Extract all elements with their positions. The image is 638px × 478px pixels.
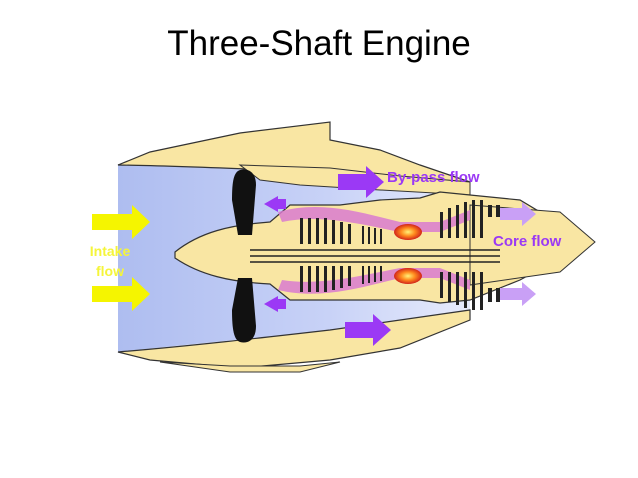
combustor-flame-upper — [394, 224, 422, 240]
bypass-flow-label: By-pass flow — [387, 169, 480, 186]
fan-blade-upper — [232, 169, 256, 235]
fan-blade-lower — [232, 278, 256, 343]
page-title: Three-Shaft Engine — [167, 24, 471, 63]
engine-shafts — [250, 249, 500, 263]
combustor-flame-lower — [394, 268, 422, 284]
core-flow-label: Core flow — [493, 233, 562, 250]
intake-arrow-lower — [92, 277, 150, 311]
nacelle-bottom — [159, 361, 341, 373]
bypass-arrow-lower — [345, 314, 391, 346]
fan-arrow-lower — [264, 296, 278, 312]
exhaust-cone — [469, 204, 596, 286]
intake-arrows — [92, 205, 150, 311]
core-arrow-lower — [500, 282, 536, 306]
intake-flow-label-line2: flow — [96, 263, 124, 279]
bypass-arrows — [264, 166, 391, 346]
intake-flow-label-line1: Intake — [90, 243, 131, 259]
core-flow-path-upper — [278, 206, 470, 232]
intake-arrow-upper — [92, 205, 150, 239]
turbine-stages — [440, 200, 500, 310]
core-flow-arrows — [500, 202, 536, 306]
fan-arrow-upper — [264, 196, 278, 212]
bypass-arrow-upper — [338, 166, 384, 198]
core-arrow-upper — [500, 202, 536, 226]
compressor-stages — [300, 218, 382, 292]
